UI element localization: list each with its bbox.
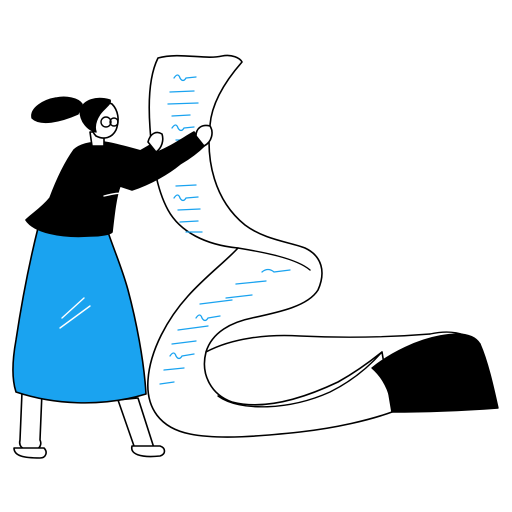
jacket-seam (103, 192, 129, 197)
woman-back-leg (18, 391, 43, 452)
woman-back-shoe (13, 447, 47, 459)
scroll-curl-line (205, 333, 431, 353)
glasses-icon (100, 116, 112, 128)
scroll-roll-edge (429, 331, 481, 345)
long-paper-scroll (147, 54, 499, 438)
woman-hair-bun (31, 96, 83, 124)
scroll-curl-line (217, 351, 383, 408)
woman-raised-arm (119, 143, 161, 175)
scroll-handwriting (159, 74, 291, 385)
woman-hair (79, 97, 111, 133)
woman-blue-skirt (12, 227, 147, 404)
woman-figure (12, 96, 213, 459)
scroll-curl-line (237, 247, 311, 271)
woman-right-hand (195, 124, 213, 147)
glasses-icon (109, 117, 119, 127)
scroll-paper (147, 54, 393, 438)
woman-front-shoe (131, 445, 166, 458)
skirt-fold (59, 305, 91, 329)
woman-front-leg (117, 397, 155, 452)
skirt-fold (61, 297, 85, 319)
scroll-roll-end (371, 333, 499, 413)
woman-left-hand (147, 131, 164, 153)
